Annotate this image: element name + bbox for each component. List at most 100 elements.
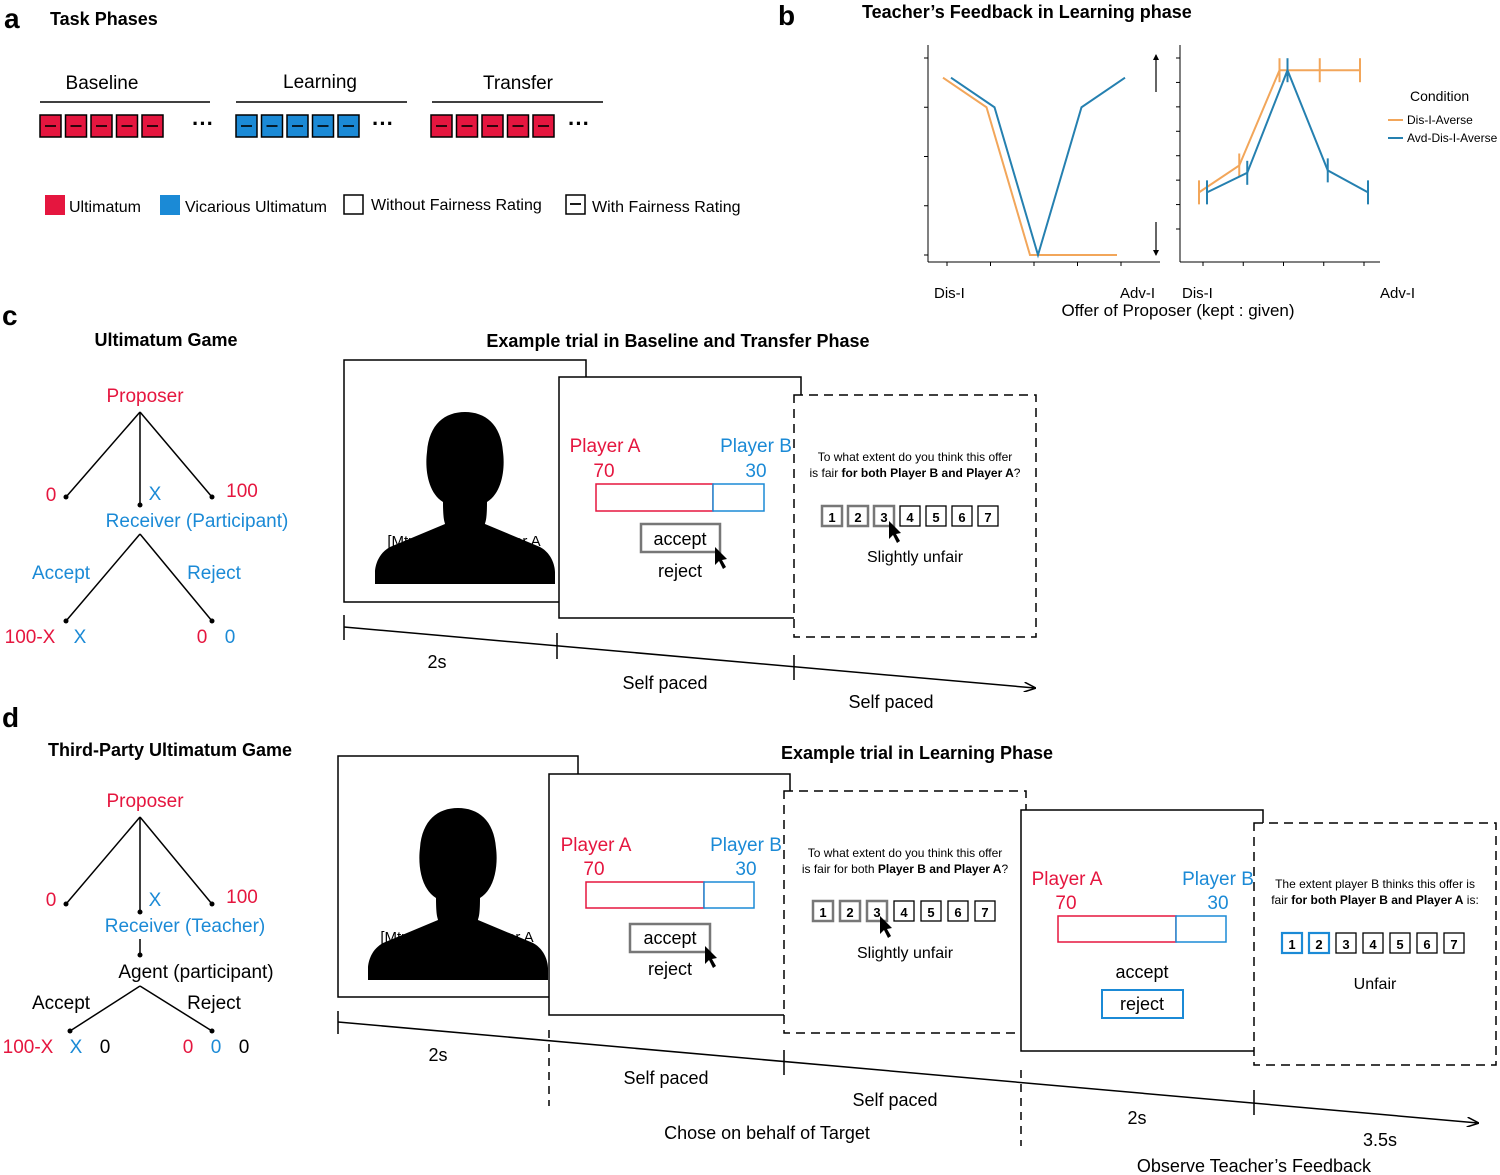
trial-c-player-a: Player A <box>570 436 641 457</box>
tree-c-reject: Reject <box>187 563 242 584</box>
trial-d-question-line2: is fair for both Player B and Player A? <box>802 862 1009 876</box>
phase-baseline-ellipsis: ··· <box>192 111 214 136</box>
scale-e-box-6 <box>1443 932 1465 954</box>
phase-learning-ellipsis: ··· <box>372 111 394 136</box>
panel-c-trial-title: Example trial in Baseline and Transfer P… <box>486 331 869 351</box>
tree-c-proposer: Proposer <box>106 386 184 407</box>
tree-c-offer-x: X <box>149 484 162 505</box>
chart1-xend-adv: Adv-I <box>1120 285 1155 302</box>
legend-vicarious-label: Vicarious Ultimatum <box>185 199 327 216</box>
tree-d-accept: Accept <box>32 993 91 1014</box>
tree-d-pay-reject-proposer: 0 <box>183 1037 194 1058</box>
phase-transfer-label: Transfer <box>483 73 554 94</box>
cursor-icon <box>889 521 901 543</box>
scale-c-box-0 <box>820 504 844 528</box>
panel-d-tree-title: Third-Party Ultimatum Game <box>48 740 292 760</box>
trial-c-reject-label[interactable]: reject <box>658 561 702 581</box>
tree-d-offer-x: X <box>149 890 162 911</box>
trial-d-player-a: Player A <box>561 835 632 856</box>
scale-e-box-5 <box>1416 932 1438 954</box>
scale-d-value-0: 1 <box>819 905 826 920</box>
scale-d-value-5: 6 <box>954 905 961 920</box>
trial-d-screen-rating: To what extent do you think this offer i… <box>783 790 1027 1034</box>
legend-ultimatum-swatch <box>45 195 65 215</box>
trial-d-teacher-amount-b: 30 <box>1207 893 1228 914</box>
scale-c-value-1: 2 <box>854 510 861 525</box>
cursor-icon <box>880 916 892 938</box>
tree-d-offer-high: 100 <box>226 887 258 908</box>
scale-d-box-3 <box>893 900 915 922</box>
trial-d-rating-label: Slightly unfair <box>857 945 954 962</box>
legend-ultimatum-label: Ultimatum <box>69 199 141 216</box>
trial-d-player-caption: [Mturker ID] is Player A <box>380 929 533 946</box>
tree-d-pay-reject-agent: 0 <box>239 1037 250 1058</box>
scale-c-value-4: 5 <box>932 510 939 525</box>
trial-d-feedback-line1: The extent player B thinks this offer is <box>1275 877 1475 891</box>
phase-baseline-label: Baseline <box>66 73 139 94</box>
scale-c-box-4 <box>925 505 947 527</box>
trial-c-time-3: Self paced <box>848 692 933 712</box>
scale-e-value-5: 6 <box>1423 937 1430 952</box>
chart2-xend-adv: Adv-I <box>1380 285 1415 302</box>
scale-d-box-6 <box>974 900 996 922</box>
panel-letter-d: d <box>2 702 19 733</box>
trial-d-amount-a: 70 <box>583 859 604 880</box>
panel-b: b Teacher’s Feedback in Learning phase O… <box>778 0 1498 320</box>
trial-d-teacher-accept-label: accept <box>1115 962 1168 982</box>
legend-with-rating-label: With Fairness Rating <box>592 199 741 216</box>
trial-c-screen-identity: [Mturker ID] is Player A <box>343 359 587 603</box>
panel-c-tree-title: Ultimatum Game <box>94 330 237 350</box>
chart-legend-label-1: Avd-Dis-I-Averse <box>1407 131 1498 145</box>
trial-d-feedback-line2: fair for both Player B and Player A is: <box>1271 893 1479 907</box>
trial-d-teacher-amount-a: 70 <box>1055 893 1076 914</box>
tree-c-accept: Accept <box>32 563 91 584</box>
scale-e-box-1 <box>1307 931 1331 955</box>
tree-c-pay-accept-proposer: 100-X <box>5 627 56 648</box>
trial-d-screen-teacher-choice: Player A Player B 70 30 accept reject <box>1020 809 1264 1052</box>
chart1-unfair-arrowhead <box>1153 250 1159 256</box>
chart1-fair-arrowhead <box>1153 54 1159 60</box>
scale-c-value-3: 4 <box>906 510 914 525</box>
panel-a-title: Task Phases <box>50 9 158 29</box>
panel-b-charts <box>924 45 1380 266</box>
panel-a: a Task Phases Baseline Learning Transfer… <box>4 3 741 216</box>
scale-e-value-2: 3 <box>1342 937 1349 952</box>
scale-d-value-2: 3 <box>873 905 880 920</box>
scale-d-box-2 <box>865 899 889 923</box>
ultimatum-game-tree: Proposer 0 X 100 Receiver (Participant) … <box>5 386 289 648</box>
trial-c-question-line1: To what extent do you think this offer <box>818 450 1013 464</box>
trial-d-split-bar-a <box>585 881 705 909</box>
trial-c-accept-button[interactable] <box>639 522 722 554</box>
trial-c-screen-decision: Player A Player B 70 30 accept reject <box>558 376 802 619</box>
trial-c-time-2: Self paced <box>622 673 707 693</box>
tree-d-offer-low: 0 <box>46 890 57 911</box>
trial-d-reject-label[interactable]: reject <box>648 959 692 979</box>
trial-c-timeline: 2s Self paced Self paced <box>343 615 1035 712</box>
cursor-icon <box>705 946 717 968</box>
trial-d-accept-button[interactable] <box>628 922 712 954</box>
trial-c-accept-label: accept <box>653 529 706 549</box>
scale-e-value-0: 1 <box>1288 937 1295 952</box>
scale-c-box-1 <box>846 504 870 528</box>
trial-d-timeline: 2s Self paced Self paced 2s 3.5s Chose o… <box>337 1011 1478 1175</box>
panel-b-xlabel: Offer of Proposer (kept : given) <box>1061 301 1294 320</box>
trial-d-note-teacher: Observe Teacher’s Feedback <box>1137 1156 1372 1175</box>
phase-transfer-ellipsis: ··· <box>568 111 590 136</box>
tree-c-pay-accept-receiver: X <box>74 627 87 648</box>
cursor-icon <box>715 547 727 569</box>
trial-d-teacher-split-bar-b <box>1175 915 1227 943</box>
trial-d-teacher-split-bar-a <box>1057 915 1177 943</box>
scale-d-box-5 <box>947 900 969 922</box>
trial-d-teacher-player-a: Player A <box>1032 869 1103 890</box>
chart-legend-title: Condition <box>1410 88 1469 104</box>
scale-d-value-4: 5 <box>927 905 934 920</box>
scale-e-value-6: 7 <box>1450 937 1457 952</box>
trial-d-split-bar-b <box>703 881 755 909</box>
chart0-series-1-line <box>950 76 1126 259</box>
chart-legend-label-0: Dis-I-Averse <box>1407 113 1473 127</box>
scale-e-value-1: 2 <box>1315 937 1322 952</box>
